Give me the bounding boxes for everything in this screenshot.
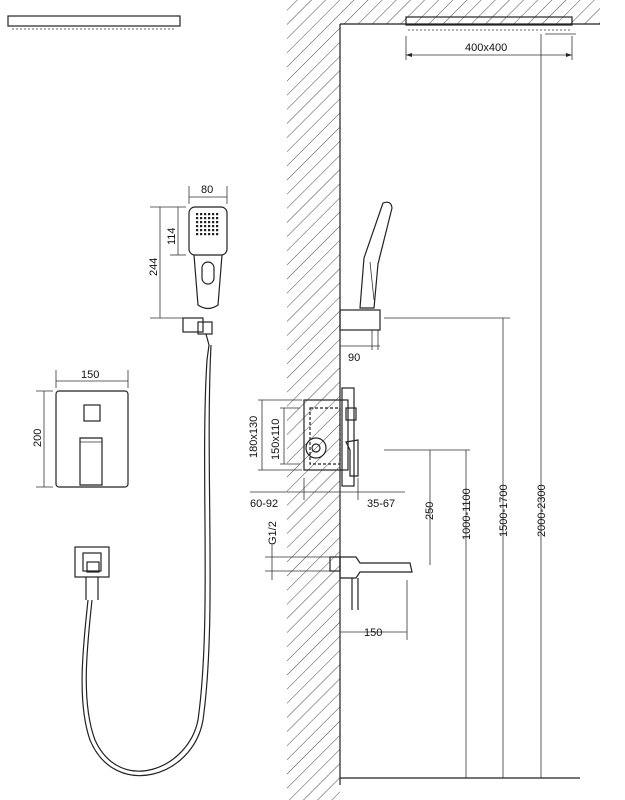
mixer-to-spout-label: 250 [424,502,436,520]
head-size-label: 400x400 [465,42,507,54]
nozzle-dot [204,213,207,216]
hand-shower-dims [150,186,228,319]
hand-shower [81,206,228,777]
wall-depth-label: 60-92 [250,498,278,510]
plate-height-label: 200 [32,429,44,447]
nozzle-dot [216,229,219,232]
nozzle-dot [200,213,203,216]
nozzle-dot [216,233,219,236]
box-outer-label: 180x130 [248,416,260,458]
nozzle-dot [200,225,203,228]
nozzle-dot [204,229,207,232]
nozzle-dot [212,229,215,232]
box-inner-label: 150x110 [270,419,282,460]
nozzle-dot [212,217,215,220]
height-dims [384,33,576,778]
spout-length-label: 150 [364,627,382,639]
nozzle-dot [196,233,199,236]
nozzle-dot [196,225,199,228]
nozzle-dot [196,221,199,224]
wall-hand-shower [339,201,393,350]
concealed-box [250,387,405,500]
nozzle-dot [208,217,211,220]
nozzle-dot [196,229,199,232]
nozzle-dot [208,221,211,224]
mixer-height-label: 1000-1100 [461,488,473,540]
nozzle-dot [204,233,207,236]
mixer-projection-label: 35-67 [367,498,395,510]
nozzle-dot [208,233,211,236]
nozzle-dot [208,229,211,232]
nozzle-dot [212,213,215,216]
nozzle-dot [208,213,211,216]
holder-offset-label: 90 [348,352,360,364]
hand-head-label: 114 [166,227,178,245]
rain-shower-side-view [7,15,181,30]
holder-height-label: 1500-1700 [498,484,510,537]
hand-length-label: 244 [148,258,160,276]
nozzle-dot [200,221,203,224]
head-height-label: 2000-2300 [536,484,548,537]
inlet-thread-label: G1/2 [267,521,279,545]
nozzle-dot [196,217,199,220]
nozzle-dot [200,229,203,232]
nozzle-dot [216,217,219,220]
hand-width-label: 80 [201,184,213,196]
nozzle-dot [196,213,199,216]
nozzle-dot [204,217,207,220]
nozzle-dot [216,221,219,224]
nozzle-dot [204,225,207,228]
wall-outlet [74,546,110,600]
nozzle-dot [212,225,215,228]
nozzle-dot [212,221,215,224]
nozzle-dot [200,233,203,236]
nozzle-dot [212,233,215,236]
nozzle-dot [208,225,211,228]
nozzle-dot [204,221,207,224]
bath-spout [265,545,413,640]
plate-width-label: 150 [81,369,99,381]
nozzle-dot [216,213,219,216]
mixer-plate-front [36,370,129,488]
nozzle-dot [216,225,219,228]
ceiling-rain-shower [405,16,573,60]
nozzle-dot [200,217,203,220]
